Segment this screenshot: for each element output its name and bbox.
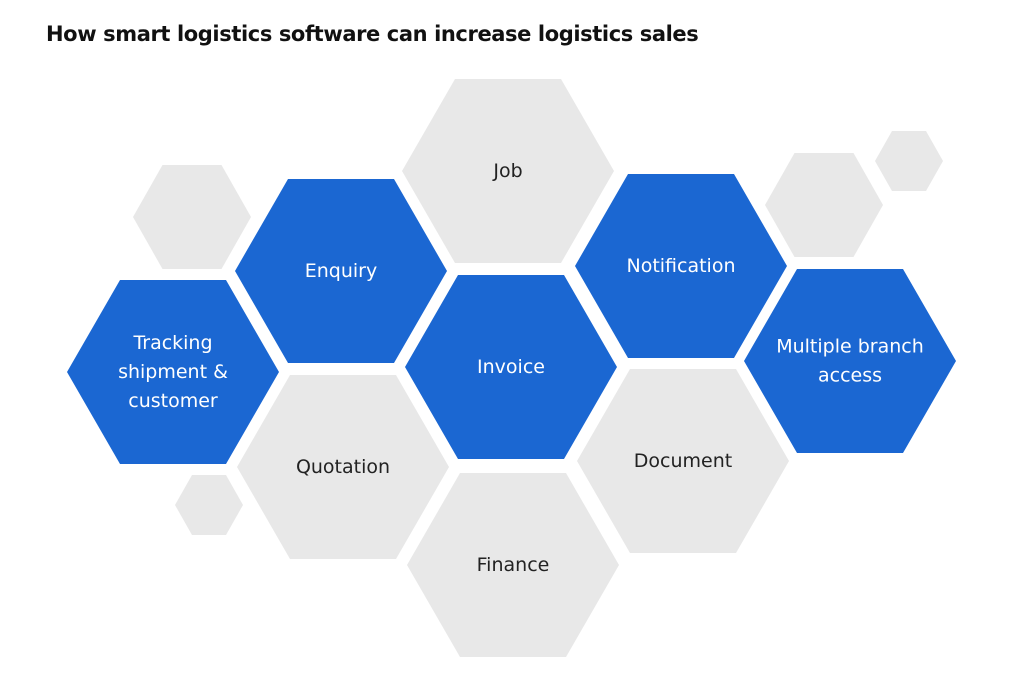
hexagon-label: Multiple branch — [776, 336, 924, 358]
hexagon-label: access — [818, 365, 882, 387]
hexagon-label: Notification — [626, 255, 735, 277]
hexagon-shape — [237, 375, 449, 559]
hexagon-tracking-shipment-customer: Tracking shipment & customer — [67, 280, 279, 464]
decorative-hexagon — [875, 131, 943, 191]
hexagon-multiple-branch-access: Multiple branch access — [744, 269, 956, 453]
decorative-hexagons — [133, 131, 943, 535]
hexagon-notification: Notification — [575, 174, 787, 358]
hexagon-shape — [67, 280, 279, 464]
hexagon-label: Job — [492, 160, 522, 182]
decorative-hexagon — [133, 165, 251, 269]
decorative-hexagon — [175, 475, 243, 535]
hexagon-label: Invoice — [477, 356, 545, 378]
hexagon-job: Job — [402, 79, 614, 263]
hexagon-shape — [405, 275, 617, 459]
hexagon-shape — [575, 174, 787, 358]
hexagon-invoice: Invoice — [405, 275, 617, 459]
hexagon-label: customer — [128, 390, 218, 412]
hexagon-quotation: Quotation — [237, 375, 449, 559]
decorative-hexagon — [765, 153, 883, 257]
page-title: How smart logistics software can increas… — [46, 22, 699, 46]
hexagon-shape — [235, 179, 447, 363]
hexagon-label: Tracking — [132, 332, 212, 354]
hexagon-enquiry: Enquiry — [235, 179, 447, 363]
hexagon-document: Document — [577, 369, 789, 553]
hexagon-label: Enquiry — [305, 260, 377, 282]
hexagon-shape — [744, 269, 956, 453]
hexagon-label: Quotation — [296, 456, 390, 478]
hexagon-label: Finance — [477, 554, 550, 576]
hexagon-shape — [402, 79, 614, 263]
hexagon-label: Document — [634, 450, 732, 472]
hexagon-shape — [577, 369, 789, 553]
hexagon-finance: Finance — [407, 473, 619, 657]
hexagon-shape — [407, 473, 619, 657]
hexagon-label: shipment & — [118, 361, 228, 383]
